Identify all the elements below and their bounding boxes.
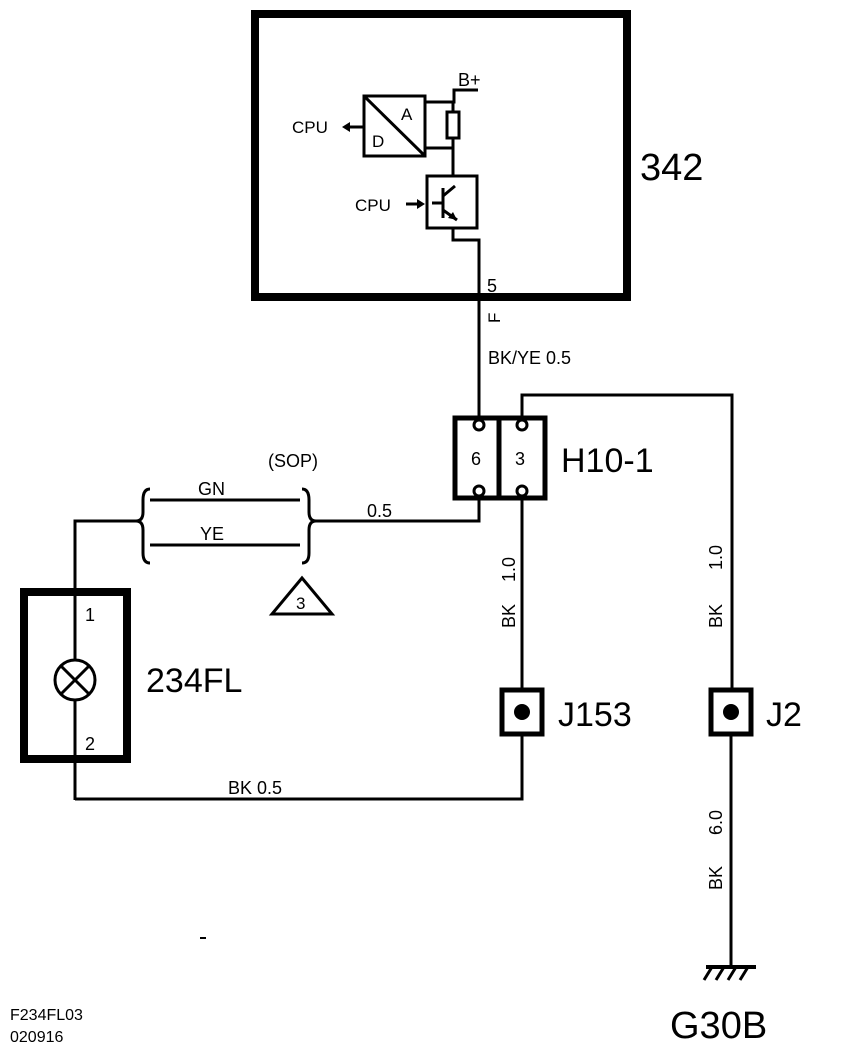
emitter-arrow-icon [448, 212, 457, 220]
arrow-left-icon [342, 122, 350, 132]
lamp-pin-2: 2 [85, 734, 95, 754]
note-triangle-icon [268, 575, 336, 616]
ad-label-d: D [372, 132, 384, 151]
wire-label-bk-ye: BK/YE 0.5 [488, 348, 571, 368]
module-342-id: 342 [640, 147, 703, 189]
cpu-output-label: CPU [292, 118, 328, 137]
wire-label-sop-size: 0.5 [367, 501, 392, 521]
diagram-date: 020916 [10, 1029, 63, 1046]
sop-left-brace [135, 487, 151, 565]
wire-label-j153-color: BK [499, 604, 519, 628]
module-pin-5: 5 [487, 276, 497, 296]
wire-label-ground-size: 6.0 [706, 810, 726, 835]
cpu-input-label: CPU [355, 196, 391, 215]
module-connector-f: F [485, 313, 504, 323]
connector-pin-3: 3 [515, 449, 525, 469]
wire-label-lamp-return: BK 0.5 [228, 778, 282, 798]
connector-pin-terminal [515, 418, 529, 432]
diagram-code: F234FL03 [10, 1007, 83, 1024]
wire-label-j153-size: 1.0 [499, 557, 519, 582]
splice-dot [514, 704, 530, 720]
connector-h10-1-id: H10-1 [561, 442, 654, 480]
resistor-symbol [445, 110, 461, 140]
sop-wire-gn: GN [198, 479, 225, 499]
splice-j153-id: J153 [558, 696, 632, 734]
splice-j153 [499, 687, 545, 737]
splice-dot [723, 704, 739, 720]
ground-g30b-id: G30B [670, 1005, 767, 1047]
wire-label-j2-color: BK [706, 604, 726, 628]
module-342-box [251, 10, 631, 301]
ad-label-a: A [401, 105, 413, 124]
wire-label-ground-color: BK [706, 866, 726, 890]
wire-label-j2-size: 1.0 [706, 545, 726, 570]
sop-note-number: 3 [296, 594, 305, 613]
connector-pin-terminal [515, 484, 529, 498]
connector-pin-6: 6 [471, 449, 481, 469]
lamp-pin-1: 1 [85, 605, 95, 625]
arrow-right-icon [417, 199, 425, 209]
lamp-234fl-id: 234FL [146, 662, 242, 700]
sop-label: (SOP) [268, 451, 318, 471]
splice-j2-id: J2 [766, 696, 802, 734]
sop-wire-ye: YE [200, 524, 224, 544]
connector-pin-terminal [472, 418, 486, 432]
connector-pin-terminal [472, 484, 486, 498]
ground-icon [702, 965, 756, 981]
supply-label: B+ [458, 70, 481, 90]
sop-right-brace [301, 487, 317, 565]
